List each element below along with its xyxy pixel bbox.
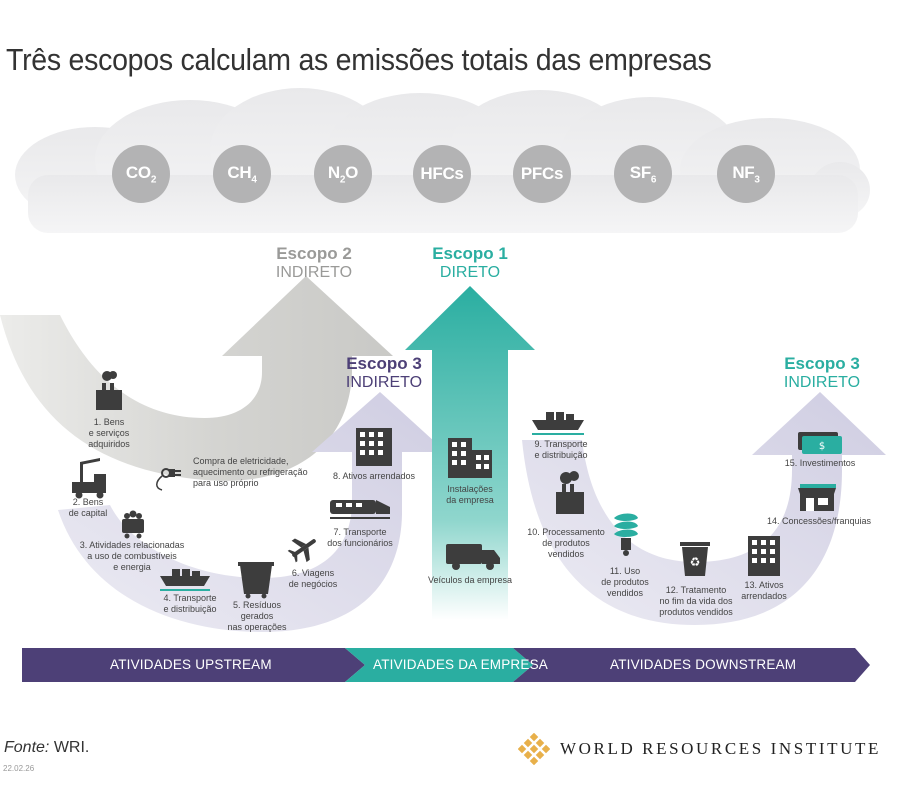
coal-cart-icon — [122, 510, 144, 539]
gas-formula: HFCs — [420, 164, 464, 183]
label-ativos-upstream: 8. Ativos arrendados — [332, 471, 416, 481]
train-icon — [330, 500, 390, 519]
scope3-downstream-arrow — [522, 392, 886, 625]
scope3-upstream-arrow — [58, 392, 446, 632]
processing-factory-icon — [556, 471, 584, 514]
gas-formula: SF6 — [629, 162, 657, 186]
gas-formula: PFCs — [520, 164, 564, 183]
scope-name: Escopo 3 — [784, 354, 860, 373]
delivery-truck-icon — [446, 544, 500, 570]
band-downstream-label: ATIVIDADES DOWNSTREAM — [610, 657, 797, 672]
label-investimentos: 15. Investimentos — [784, 458, 856, 468]
label-concessoes: 14. Concessões/franquias — [766, 516, 872, 526]
scope-name: Escopo 1 — [432, 244, 508, 263]
scope2-heading: Escopo 2 INDIRETO — [268, 244, 360, 282]
wri-logo: WORLD RESOURCES INSTITUTE — [518, 733, 881, 765]
gas-ch4: CH4 — [213, 145, 271, 203]
gas-formula: N2O — [327, 162, 359, 186]
wri-logo-text: WORLD RESOURCES INSTITUTE — [560, 739, 881, 758]
cargo-ship-icon — [160, 569, 210, 591]
office-building-icon — [356, 428, 392, 466]
gas-sf6: SF6 — [614, 145, 672, 203]
gas-pfcs: PFCs — [513, 145, 571, 203]
plug-icon — [156, 468, 181, 491]
scope-name: Escopo 3 — [346, 354, 422, 373]
scope3-downstream-heading: Escopo 3 INDIRETO — [776, 354, 868, 392]
leased-building-icon — [748, 536, 780, 576]
gas-hfcs: HFCs — [413, 145, 471, 203]
label-veiculos: Veículos da empresa — [427, 575, 513, 585]
scope-name: Escopo 2 — [276, 244, 352, 263]
band-upstream-label: ATIVIDADES UPSTREAM — [110, 657, 272, 672]
svg-text:$: $ — [819, 441, 825, 452]
lightbulb-icon — [614, 513, 638, 556]
storefront-icon — [798, 484, 836, 511]
page-title: Três escopos calculam as emissões totais… — [6, 42, 712, 77]
scope-kind: INDIRETO — [275, 264, 353, 281]
recycle-bin-icon: ♻ — [680, 542, 710, 576]
scope3-upstream-heading: Escopo 3 INDIRETO — [338, 354, 430, 392]
wri-logo-mark — [518, 733, 550, 765]
gas-n2o: N2O — [314, 145, 372, 203]
crane-truck-icon — [72, 458, 106, 499]
svg-text:♻: ♻ — [690, 555, 701, 569]
band-upstream — [22, 648, 365, 682]
band-empresa-label: ATIVIDADES DA EMPRESA — [373, 657, 548, 672]
airplane-icon — [287, 538, 316, 563]
gas-co2: CO2 — [112, 145, 170, 203]
band-downstream — [513, 648, 870, 682]
scope-kind: INDIRETO — [345, 374, 423, 391]
scope-kind: DIRETO — [439, 264, 501, 281]
scope2-arrow — [0, 276, 393, 481]
company-buildings-icon — [448, 438, 492, 478]
waste-container-icon — [238, 562, 274, 599]
cloud-band — [15, 88, 870, 233]
date-stamp: 22.02.26 — [3, 764, 35, 773]
gas-formula: CH4 — [227, 162, 257, 186]
scope-kind: INDIRETO — [783, 374, 861, 391]
source-note: Fonte: WRI. — [4, 739, 90, 756]
gas-nf3: NF3 — [717, 145, 775, 203]
gas-formula: CO2 — [125, 162, 157, 186]
scope1-heading: Escopo 1 DIRETO — [424, 244, 516, 282]
factory-icon — [96, 371, 122, 410]
label-eletricidade: Compra de eletricidade,aquecimento ou re… — [193, 456, 308, 488]
band-empresa — [345, 648, 533, 682]
gas-formula: NF3 — [732, 162, 760, 186]
money-icon: $ — [798, 432, 842, 454]
cargo-ship-downstream-icon — [532, 412, 584, 435]
